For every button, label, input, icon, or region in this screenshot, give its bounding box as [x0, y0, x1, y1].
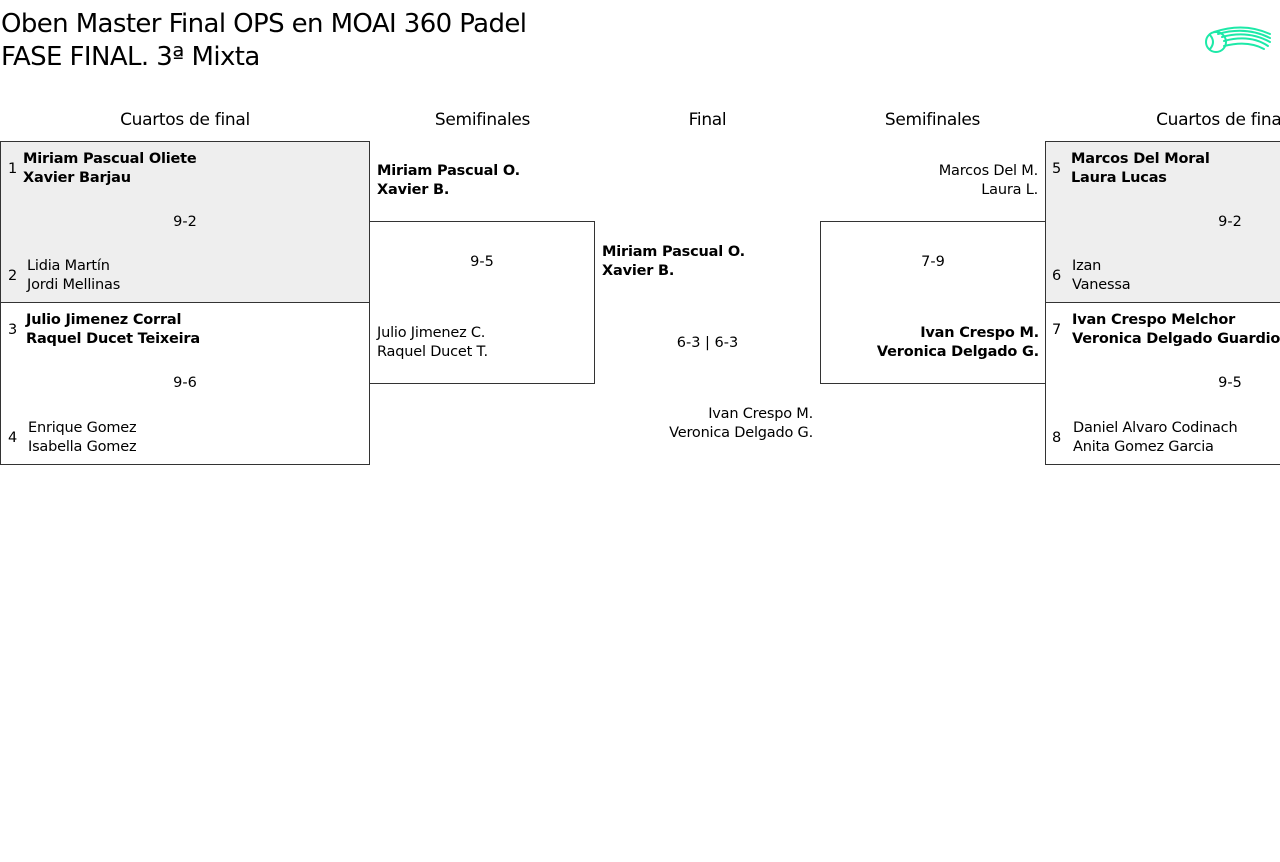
final-score: 6-3 | 6-3: [676, 335, 739, 351]
match-card-right-qf1[interactable]: 5 Marcos Del Moral Laura Lucas 9-2 6 Iza…: [1045, 141, 1280, 303]
player-name: Vanessa: [1072, 277, 1131, 293]
match-score: 7-9: [921, 254, 945, 270]
player-name: Izan: [1072, 258, 1102, 274]
player-name: Laura L.: [981, 182, 1038, 198]
player-name-winner: Raquel Ducet Teixeira: [26, 331, 200, 347]
player-name-winner: Marcos Del Moral: [1071, 151, 1210, 167]
seed-number: 6: [1052, 268, 1062, 284]
match-card-left-qf1[interactable]: 1 Miriam Pascual Oliete Xavier Barjau 9-…: [0, 141, 370, 303]
player-name: Anita Gomez Garcia: [1073, 439, 1214, 455]
semifinal-left-winner-player: Xavier B.: [377, 182, 450, 198]
tournament-title: Oben Master Final OPS en MOAI 360 Padel: [1, 9, 527, 39]
player-name: Daniel Alvaro Codinach: [1073, 420, 1238, 436]
seed-number: 4: [8, 430, 18, 446]
heading-left-quarterfinals: Cuartos de final: [120, 110, 250, 130]
seed-number: 3: [8, 322, 18, 338]
final-runnerup-player: Veronica Delgado G.: [669, 425, 813, 441]
player-name-winner: Ivan Crespo Melchor: [1072, 312, 1236, 328]
category-title: FASE FINAL. 3ª Mixta: [1, 42, 260, 72]
player-name: Isabella Gomez: [28, 439, 137, 455]
page-title: Oben Master Final OPS en MOAI 360 Padel …: [1, 8, 527, 74]
heading-final: Final: [688, 110, 727, 130]
match-card-left-semifinal[interactable]: 9-5 Julio Jimenez C. Raquel Ducet T.: [369, 221, 595, 384]
match-card-right-qf2[interactable]: 7 Ivan Crespo Melchor Veronica Delgado G…: [1045, 302, 1280, 465]
semifinal-right-winner-player: Ivan Crespo M.: [920, 325, 1039, 341]
player-name-winner: Veronica Delgado Guardiola: [1072, 331, 1280, 347]
final-winner-player: Xavier B.: [602, 263, 675, 279]
match-score: 9-6: [173, 375, 197, 391]
player-name: Enrique Gomez: [28, 420, 137, 436]
final-runnerup-player: Ivan Crespo M.: [708, 406, 813, 422]
player-name: Julio Jimenez C.: [377, 325, 486, 341]
seed-number: 7: [1052, 322, 1062, 338]
match-score: 9-5: [470, 254, 494, 270]
semifinal-left-winner-player: Miriam Pascual O.: [377, 163, 520, 179]
player-name-winner: Julio Jimenez Corral: [26, 312, 182, 328]
heading-right-semifinals: Semifinales: [884, 110, 981, 130]
heading-left-semifinals: Semifinales: [434, 110, 531, 130]
match-score: 9-2: [1218, 214, 1242, 230]
final-winner-player: Miriam Pascual O.: [602, 244, 745, 260]
seed-number: 8: [1052, 430, 1062, 446]
seed-number: 5: [1052, 161, 1062, 177]
player-name: Marcos Del M.: [938, 163, 1038, 179]
tennis-ball-logo-icon: [1204, 22, 1274, 60]
match-score: 9-2: [173, 214, 197, 230]
player-name: Jordi Mellinas: [27, 277, 121, 293]
match-score: 9-5: [1218, 375, 1242, 391]
semifinal-right-winner-player: Veronica Delgado G.: [876, 344, 1039, 360]
player-name: Lidia Martín: [27, 258, 110, 274]
player-name-winner: Laura Lucas: [1071, 170, 1167, 186]
heading-right-quarterfinals: Cuartos de final: [1156, 110, 1280, 130]
player-name: Raquel Ducet T.: [377, 344, 488, 360]
match-card-right-semifinal[interactable]: 7-9 Ivan Crespo M. Veronica Delgado G.: [820, 221, 1046, 384]
match-card-left-qf2[interactable]: 3 Julio Jimenez Corral Raquel Ducet Teix…: [0, 302, 370, 465]
player-name-winner: Miriam Pascual Oliete: [23, 151, 197, 167]
player-name-winner: Xavier Barjau: [23, 170, 131, 186]
seed-number: 2: [8, 268, 18, 284]
seed-number: 1: [8, 161, 18, 177]
